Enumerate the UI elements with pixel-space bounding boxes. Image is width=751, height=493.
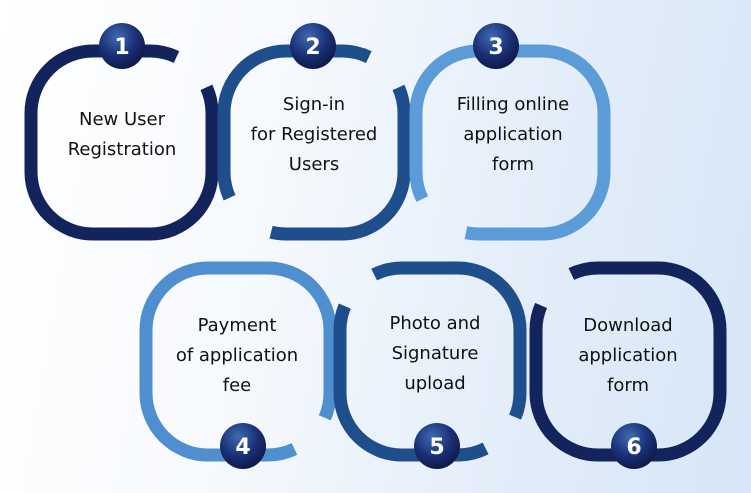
step-1-line: Registration	[67, 139, 177, 160]
step-6-number-badge	[611, 423, 657, 469]
step-6-line: application	[578, 345, 678, 366]
step-3-line: form	[492, 154, 534, 175]
step-5-number: 5	[429, 435, 444, 460]
step-4-line: of application	[175, 345, 299, 366]
step-5-line: Photo and	[389, 313, 481, 334]
step-2-line: Users	[288, 154, 340, 175]
step-5-number-badge	[414, 423, 460, 469]
step-5-line: Signature	[391, 343, 479, 364]
step-2-label: Sign-in for Registered Users	[219, 90, 409, 180]
step-6-label: Download application form	[533, 311, 723, 401]
step-2-line: Sign-in	[282, 94, 346, 115]
step-1-line: New User	[78, 109, 165, 130]
step-4-number-badge	[220, 423, 266, 469]
step-2-frame	[217, 44, 411, 241]
step-1-frame	[24, 44, 219, 241]
step-2-number-badge	[290, 23, 336, 69]
step-6-line: form	[607, 375, 649, 396]
step-3-number: 3	[488, 35, 503, 60]
step-3-frame	[409, 44, 611, 241]
step-1-label: New User Registration	[27, 105, 217, 165]
step-6-line: Download	[583, 315, 673, 336]
step-4-line: fee	[222, 375, 252, 396]
step-4-line: Payment	[197, 315, 277, 336]
step-2-number: 2	[305, 35, 320, 60]
step-1-number: 1	[114, 35, 129, 60]
step-3-line: Filling online	[456, 94, 570, 115]
step-5-label: Photo and Signature upload	[340, 309, 530, 399]
step-3-line: application	[463, 124, 563, 145]
step-1-number-badge	[99, 23, 145, 69]
step-2-line: for Registered	[250, 124, 378, 145]
step-6-number: 6	[626, 435, 641, 460]
step-3-number-badge	[473, 23, 519, 69]
step-4-number: 4	[235, 435, 250, 460]
step-4-label: Payment of application fee	[142, 311, 332, 401]
step-5-line: upload	[404, 373, 466, 394]
step-3-label: Filling online application form	[418, 90, 608, 180]
